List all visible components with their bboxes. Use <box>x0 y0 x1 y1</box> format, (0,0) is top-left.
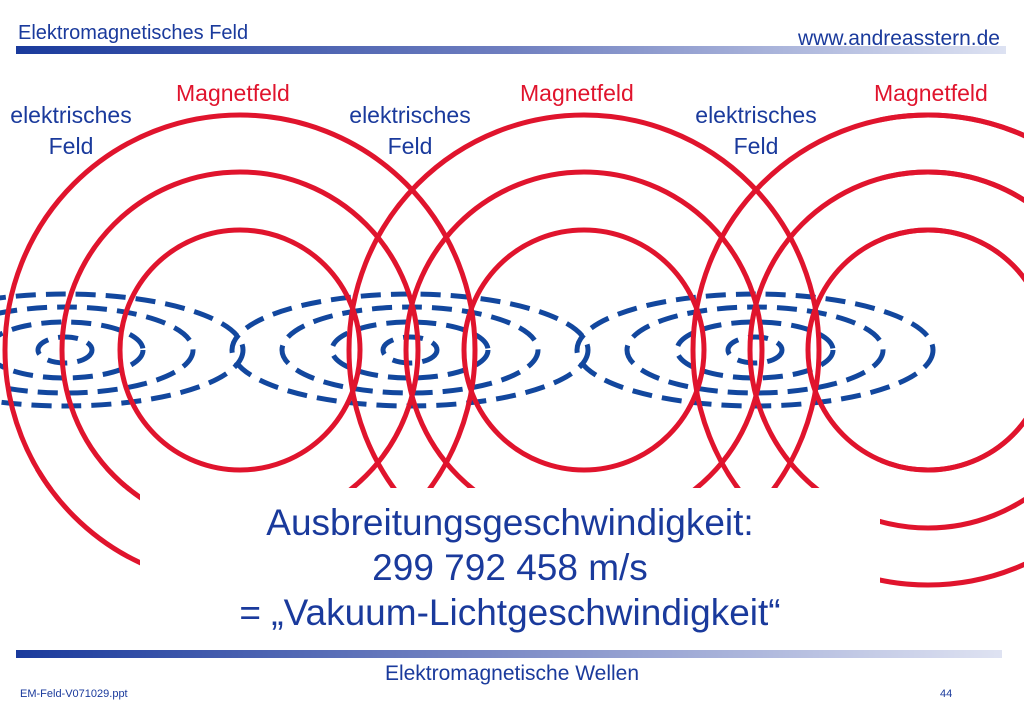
magnetic-field-line <box>461 227 707 473</box>
magnetic-field-line <box>2 112 478 488</box>
electric-field-line <box>0 304 196 396</box>
electric-field-label: elektrisches Feld <box>349 102 471 159</box>
magnetic-field-line <box>805 227 1024 473</box>
magnetic-field-label: Magnetfeld <box>176 80 290 106</box>
magnetic-field-line <box>880 169 1024 531</box>
footer-title: Elektromagnetische Wellen <box>384 662 640 685</box>
electric-field-line <box>329 319 491 381</box>
speed-value: 299 792 458 m/s <box>372 547 648 588</box>
magnetic-field-line <box>403 169 765 488</box>
magnetic-field-line <box>880 112 1024 588</box>
magnetic-field-line <box>59 169 421 488</box>
magnetic-field-lines-right-lower <box>880 112 1024 588</box>
magnetic-field-line <box>747 169 1024 488</box>
electric-field-line <box>674 319 836 381</box>
electric-field-line <box>380 334 440 366</box>
magnetic-field-label: Magnetfeld <box>874 80 988 106</box>
electric-field-line <box>0 291 246 409</box>
electric-field-label: elektrisches Feld <box>695 102 817 159</box>
slide-header-title: Elektromagnetisches Feld <box>18 22 249 44</box>
footer-gradient-bar <box>16 650 1002 658</box>
electric-field-line <box>35 334 95 366</box>
page-number: 44 <box>940 688 953 700</box>
footer-filename: EM-Feld-V071029.ppt <box>20 688 128 700</box>
speed-heading: Ausbreitungsgeschwindigkeit: <box>266 502 754 543</box>
electric-field-line <box>725 334 785 366</box>
electric-field-label: elektrisches Feld <box>10 102 132 159</box>
magnetic-field-line <box>346 112 822 488</box>
magnetic-field-line <box>117 227 363 473</box>
speed-definition: = „Vakuum-Lichtgeschwindigkeit“ <box>239 592 781 633</box>
electric-field-line <box>0 319 146 381</box>
magnetic-field-label: Magnetfeld <box>520 80 634 106</box>
header-gradient-bar <box>16 46 1006 54</box>
propagation-speed-text: Ausbreitungsgeschwindigkeit: 299 792 458… <box>150 500 870 635</box>
magnetic-field-line <box>880 227 1024 473</box>
website-link[interactable]: www.andreasstern.de <box>798 27 1000 50</box>
